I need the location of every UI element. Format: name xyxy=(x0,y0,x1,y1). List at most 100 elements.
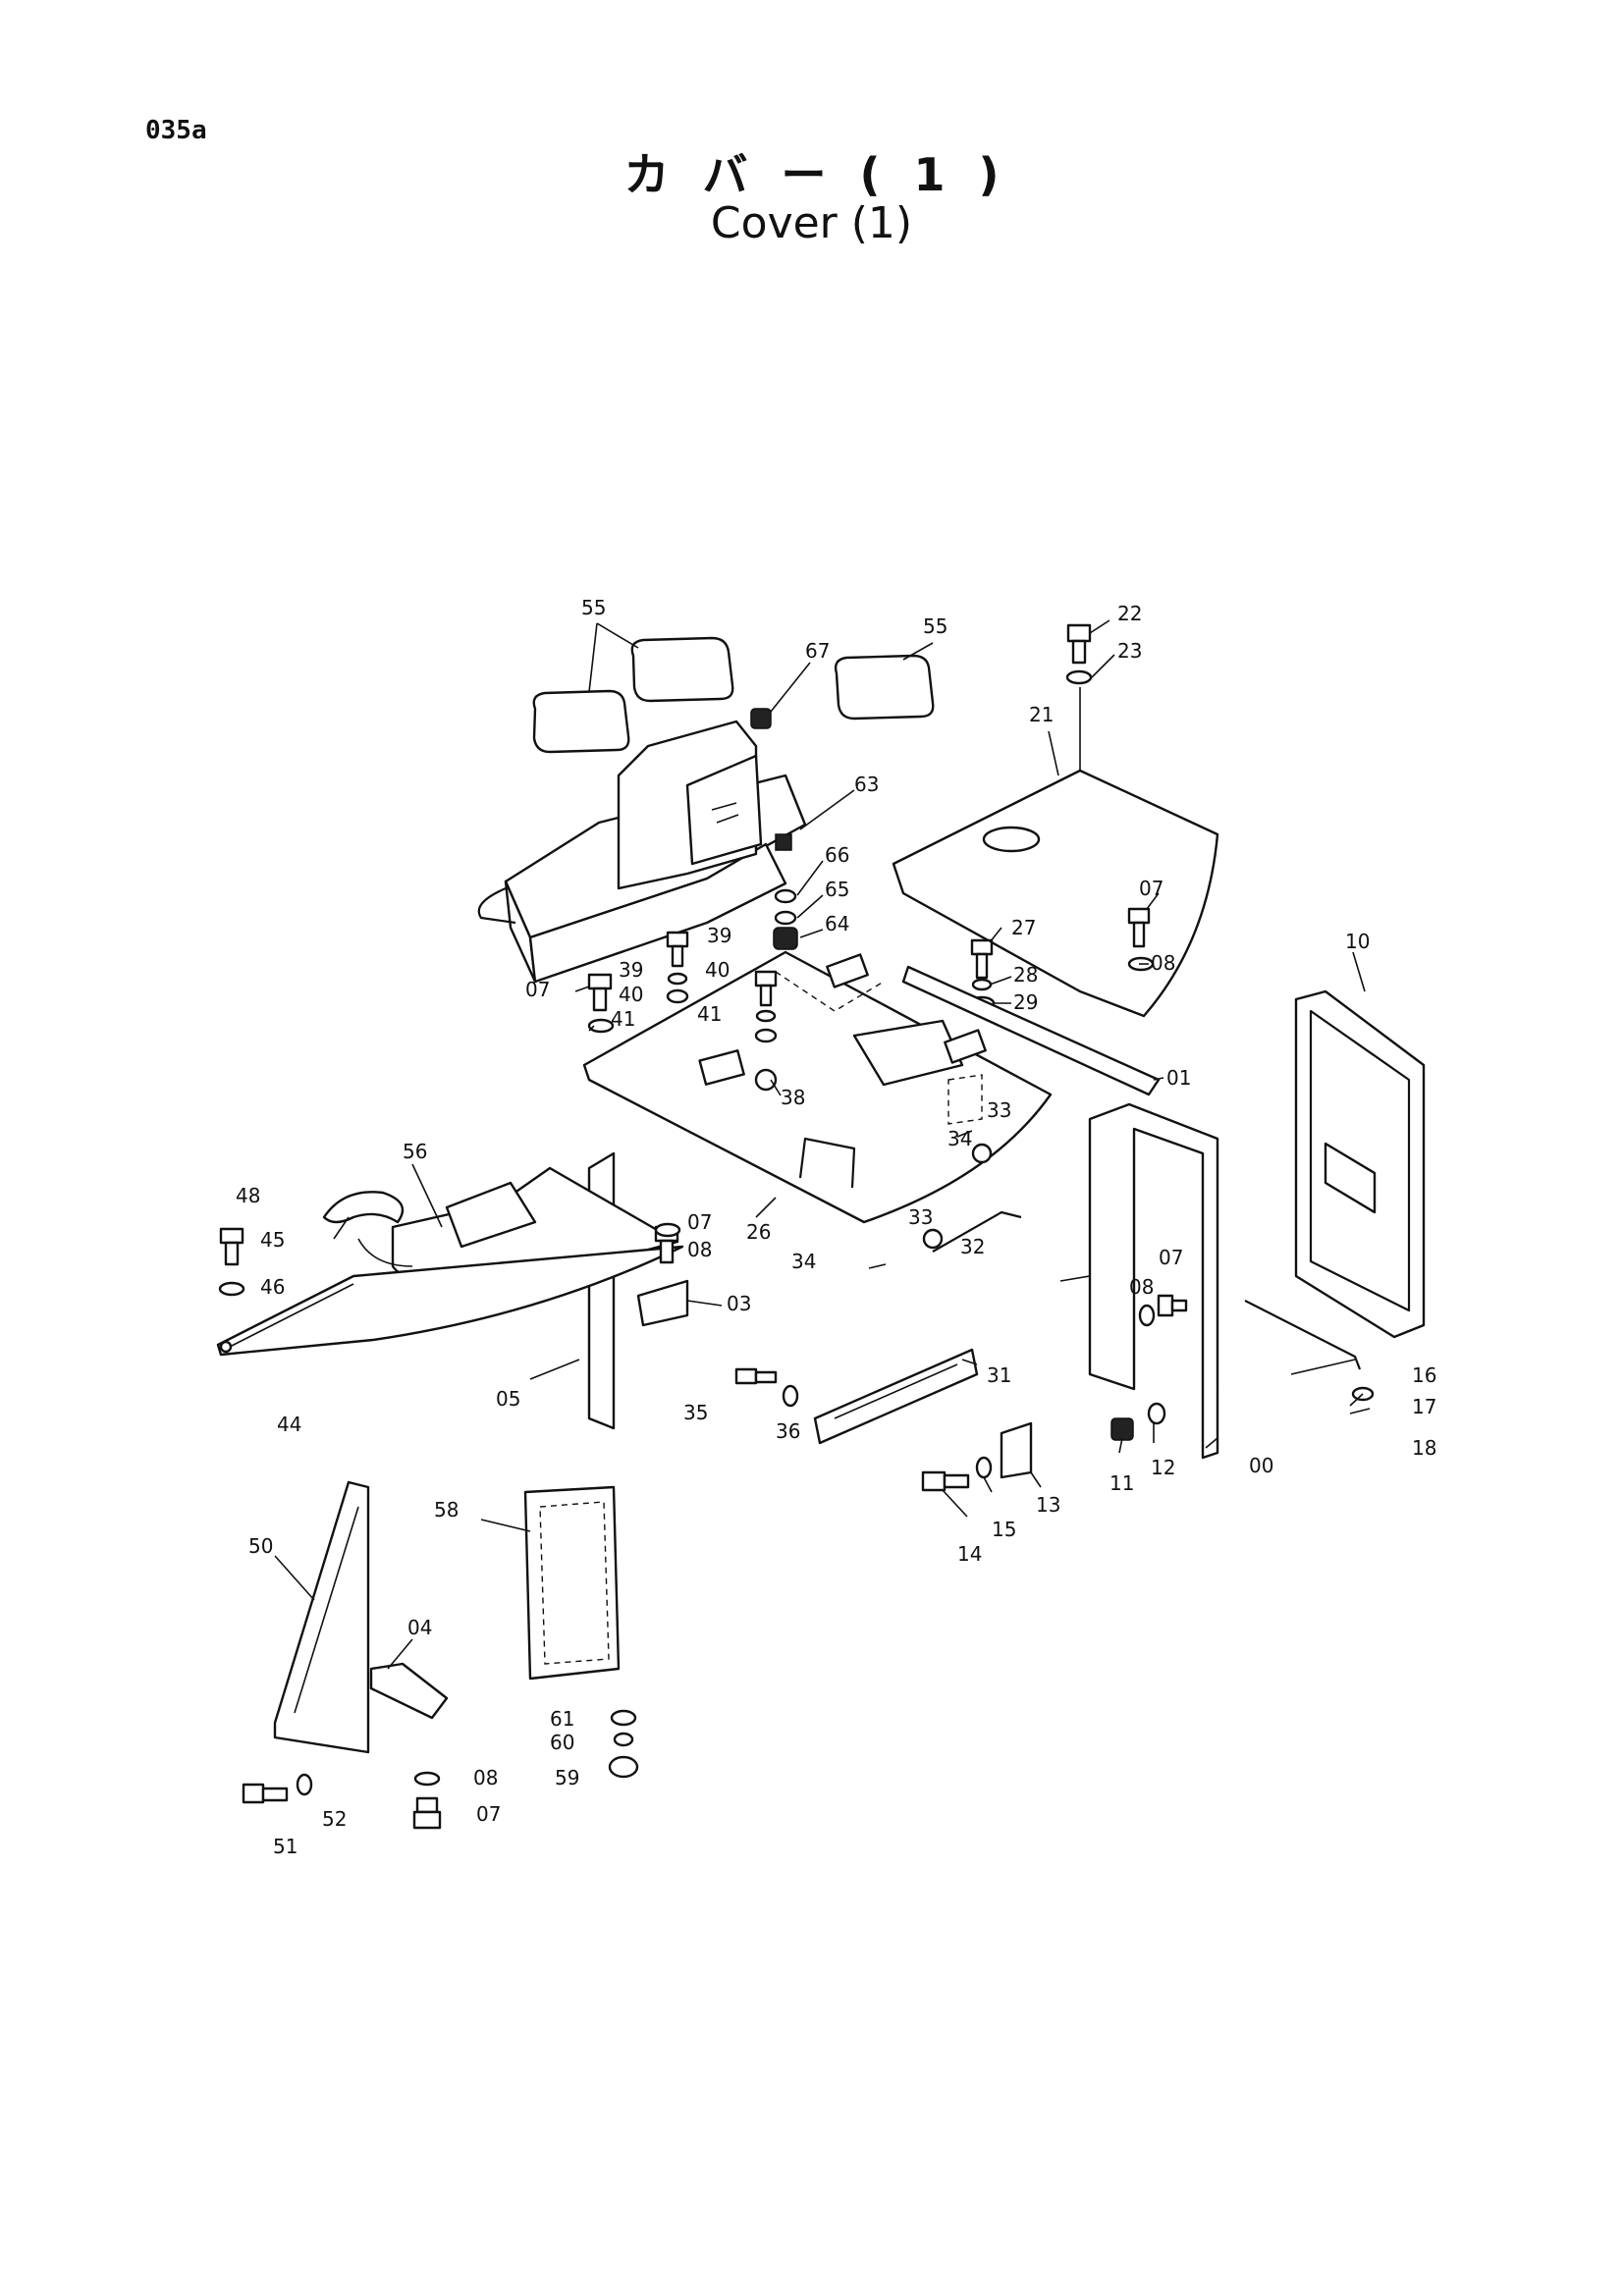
washer-15 xyxy=(975,1456,993,1479)
ring-48 xyxy=(322,1191,405,1224)
washer-23 xyxy=(1065,669,1093,685)
callout-label: 15 xyxy=(992,1518,1016,1541)
pin-18 xyxy=(1349,1408,1371,1415)
hinge-a xyxy=(826,953,869,988)
callout-label: 39 xyxy=(619,958,643,982)
callout-label: 56 xyxy=(403,1140,427,1163)
washer-40-b xyxy=(755,1009,777,1023)
callout-label: 36 xyxy=(776,1419,800,1443)
bracket-03 xyxy=(636,1279,689,1327)
washer-36 xyxy=(782,1384,799,1408)
callout-label: 14 xyxy=(957,1542,982,1566)
callout-label: 18 xyxy=(1412,1436,1436,1460)
callout-label: 16 xyxy=(1412,1363,1436,1387)
console-cover-63 xyxy=(477,720,807,984)
knob-59 xyxy=(608,1755,639,1779)
washer-08-mid xyxy=(654,1222,681,1238)
pad-55-a xyxy=(532,689,630,754)
bolt-07-right-top xyxy=(1127,907,1151,948)
callout-label: 33 xyxy=(987,1098,1011,1122)
washer-40-a xyxy=(667,972,688,986)
door-panel-10 xyxy=(1294,989,1426,1339)
washer-08-right xyxy=(1138,1304,1156,1327)
nut-33-a xyxy=(971,1143,993,1164)
callout-label: 52 xyxy=(322,1807,347,1831)
washer-41-a xyxy=(666,988,689,1004)
washer-60 xyxy=(613,1732,634,1747)
callout-label: 07 xyxy=(1159,1246,1183,1269)
washer-65 xyxy=(774,910,797,926)
knob-67 xyxy=(750,708,772,729)
leader-lines xyxy=(274,619,1366,1670)
callout-label: 13 xyxy=(1036,1493,1060,1517)
bolt-07-left xyxy=(587,973,613,1012)
washer-52 xyxy=(296,1773,313,1796)
bracket-04 xyxy=(369,1662,449,1720)
callout-label: 41 xyxy=(697,1002,722,1026)
callout-label: 67 xyxy=(805,639,830,663)
callout-label: 34 xyxy=(947,1127,972,1150)
bolt-39-a xyxy=(666,931,689,968)
pad-55-b xyxy=(630,636,734,703)
callout-label: 07 xyxy=(1139,877,1163,900)
page-code: 035a xyxy=(145,116,207,145)
callout-label: 41 xyxy=(611,1007,635,1031)
hinge-b xyxy=(944,1029,987,1064)
callout-label: 61 xyxy=(550,1707,574,1731)
washer-46 xyxy=(218,1281,245,1297)
callout-label: 65 xyxy=(825,878,849,901)
callout-label: 26 xyxy=(746,1220,771,1244)
bolt-07-lower xyxy=(412,1796,442,1830)
washer-12 xyxy=(1147,1402,1166,1425)
callout-label: 11 xyxy=(1109,1471,1134,1495)
block-33 xyxy=(947,1074,983,1125)
plate-21 xyxy=(892,687,1219,1018)
callout-label: 55 xyxy=(581,596,606,619)
callout-label: 12 xyxy=(1151,1456,1175,1479)
washer-28 xyxy=(971,978,993,991)
long-bracket-31 xyxy=(813,1348,979,1445)
rail-01 xyxy=(901,965,1161,1096)
callout-labels: 55 55 67 22 23 21 63 66 65 64 07 39 40 3… xyxy=(236,596,1436,1858)
callout-label: 22 xyxy=(1117,602,1142,625)
callout-label: 31 xyxy=(987,1363,1011,1387)
pad-55-c xyxy=(834,654,935,721)
floor-plate-26 xyxy=(582,950,1053,1224)
bolt-22 xyxy=(1066,623,1092,665)
washer-66 xyxy=(774,888,797,904)
washer-08-lower xyxy=(413,1771,441,1787)
callout-label: 07 xyxy=(525,978,550,1001)
callout-label: 48 xyxy=(236,1184,260,1207)
callout-label: 23 xyxy=(1117,639,1142,663)
title-english: Cover (1) xyxy=(710,198,913,248)
callout-label: 40 xyxy=(619,983,643,1006)
bolt-35 xyxy=(734,1367,778,1385)
callout-label: 05 xyxy=(496,1387,520,1411)
callout-label: 08 xyxy=(1151,951,1175,975)
callout-label: 55 xyxy=(923,614,947,638)
pin-34-a xyxy=(956,1130,973,1138)
washer-08-left xyxy=(587,1018,615,1034)
callout-label: 59 xyxy=(555,1766,579,1789)
callout-label: 07 xyxy=(476,1802,501,1826)
callout-label: 32 xyxy=(960,1235,985,1258)
hinge-bracket-13 xyxy=(1000,1421,1033,1479)
callout-label: 27 xyxy=(1011,916,1036,939)
bolt-07-right xyxy=(1157,1294,1188,1317)
pin-34-b xyxy=(868,1263,887,1269)
callout-label: 50 xyxy=(248,1534,273,1558)
callout-label: 29 xyxy=(1013,990,1038,1014)
callout-label: 66 xyxy=(825,843,849,867)
callout-label: 45 xyxy=(260,1228,285,1252)
callout-label: 64 xyxy=(825,912,849,935)
callout-label: 08 xyxy=(687,1238,712,1261)
nut-11 xyxy=(1110,1417,1134,1441)
callout-label: 33 xyxy=(908,1205,933,1229)
callout-label: 60 xyxy=(550,1731,574,1754)
callout-label: 58 xyxy=(434,1498,459,1522)
nut-33-b xyxy=(922,1228,944,1250)
plate-58 xyxy=(523,1485,621,1681)
callout-label: 17 xyxy=(1412,1395,1436,1418)
callout-label: 34 xyxy=(791,1250,816,1273)
